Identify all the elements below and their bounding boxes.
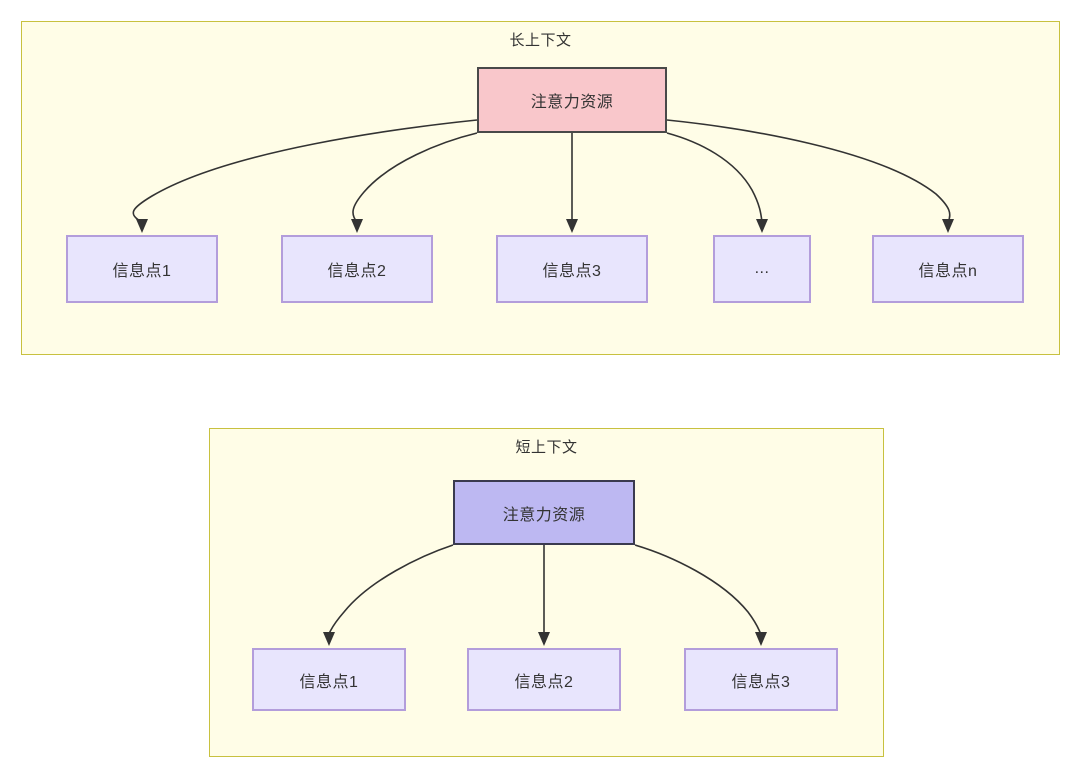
node-info-point-2-short[interactable]: 信息点2 bbox=[467, 648, 621, 711]
node-info-point-1-long[interactable]: 信息点1 bbox=[66, 235, 218, 303]
node-attention-resource-long[interactable]: 注意力资源 bbox=[477, 67, 667, 133]
node-info-point-3-long[interactable]: 信息点3 bbox=[496, 235, 648, 303]
node-info-point-3-short[interactable]: 信息点3 bbox=[684, 648, 838, 711]
node-info-point-n-long[interactable]: 信息点n bbox=[872, 235, 1024, 303]
node-info-point-ellipsis-long[interactable]: ... bbox=[713, 235, 811, 303]
node-info-point-1-short[interactable]: 信息点1 bbox=[252, 648, 406, 711]
node-info-point-2-long[interactable]: 信息点2 bbox=[281, 235, 433, 303]
group-short-context-title: 短上下文 bbox=[515, 439, 578, 456]
node-attention-resource-short[interactable]: 注意力资源 bbox=[453, 480, 635, 545]
group-long-context-title: 长上下文 bbox=[509, 32, 572, 49]
